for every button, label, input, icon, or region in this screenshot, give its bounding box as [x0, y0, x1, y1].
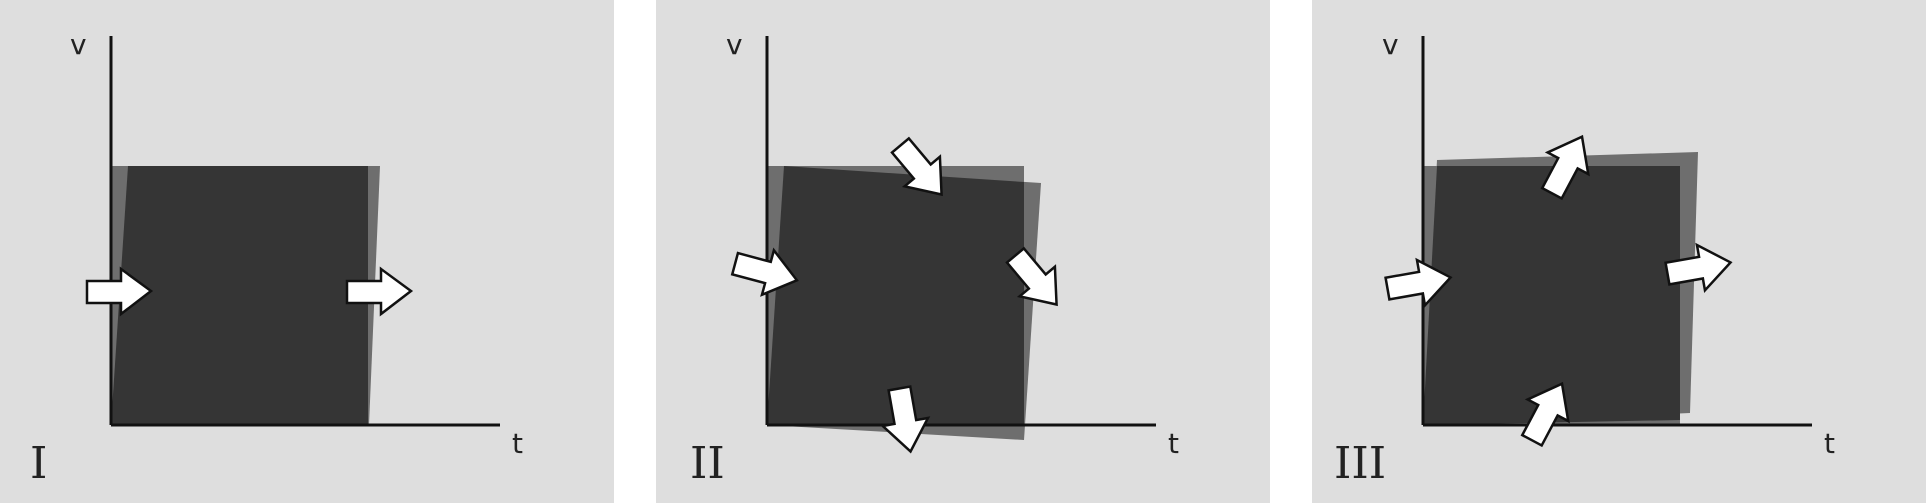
evolved-region — [1423, 166, 1680, 425]
arrow-right-icon — [730, 247, 799, 297]
panel-2-diagram: v t II — [656, 0, 1270, 503]
t-axis-label: t — [512, 427, 523, 460]
v-axis-label: v — [726, 28, 743, 61]
v-axis-label: v — [1382, 28, 1399, 61]
arrow-right-icon — [1664, 242, 1733, 294]
arrow-down-right-icon — [890, 136, 943, 197]
arrow-down-right-icon — [1005, 246, 1058, 307]
v-axis-label: v — [70, 28, 87, 61]
panel-numeral: III — [1334, 438, 1386, 489]
t-axis-label: t — [1824, 427, 1835, 460]
panel-1-diagram: v t I — [0, 0, 614, 503]
panel-numeral: II — [690, 438, 725, 489]
panel-numeral: I — [30, 438, 47, 489]
arrow-right-icon — [1384, 257, 1453, 309]
arrow-up-icon — [1540, 134, 1590, 201]
arrow-right-icon — [85, 266, 154, 317]
evolved-region — [767, 166, 1024, 425]
panel-1: v t I — [0, 0, 614, 503]
arrow-down-icon — [879, 385, 931, 454]
panel-3: v t III — [1312, 0, 1926, 503]
arrow-right-icon — [345, 266, 414, 317]
evolved-region — [111, 166, 368, 425]
panel-2: v t II — [656, 0, 1270, 503]
t-axis-label: t — [1168, 427, 1179, 460]
panel-3-diagram: v t III — [1312, 0, 1926, 503]
arrow-up-icon — [1520, 381, 1570, 448]
